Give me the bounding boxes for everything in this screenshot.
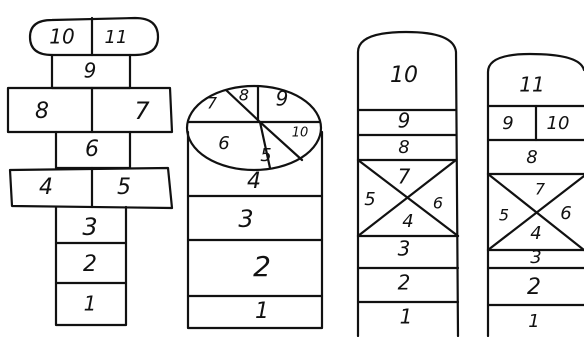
label-7: 7: [207, 94, 218, 113]
label-9: 9: [502, 113, 513, 134]
label-7: 7: [535, 180, 546, 199]
label-5: 5: [260, 145, 271, 166]
label-6: 6: [560, 203, 571, 224]
hopscotch-oval: 7 8 9 6 5 10 4 3 2 1: [187, 86, 322, 329]
label-2: 2: [527, 275, 541, 300]
hopscotch-classic: 10 11 9 8 7 6 4 5 3 2 1: [8, 18, 172, 325]
label-6: 6: [85, 137, 99, 162]
label-3: 3: [398, 237, 411, 261]
label-1: 1: [255, 299, 269, 324]
label-9: 9: [84, 59, 97, 83]
label-7: 7: [398, 165, 411, 189]
label-8: 8: [35, 99, 49, 124]
label-3: 3: [530, 247, 541, 268]
label-6: 6: [218, 133, 229, 154]
label-1: 1: [400, 305, 413, 329]
label-9: 9: [276, 87, 289, 111]
label-8: 8: [526, 147, 537, 168]
label-9: 9: [398, 109, 411, 133]
label-10: 10: [547, 113, 570, 134]
label-11: 11: [105, 27, 128, 48]
label-3: 3: [82, 213, 97, 241]
label-10: 10: [292, 126, 309, 141]
label-8: 8: [239, 86, 249, 105]
label-2: 2: [398, 271, 411, 295]
label-2: 2: [253, 250, 271, 283]
hopscotch-arch-x: 10 9 8 7 5 6 4 3 2 1: [358, 32, 458, 336]
label-1: 1: [528, 311, 539, 332]
label-5: 5: [364, 189, 375, 210]
label-5: 5: [499, 206, 509, 225]
label-3: 3: [238, 205, 253, 233]
label-7: 7: [134, 97, 150, 125]
label-4: 4: [530, 223, 541, 244]
label-4: 4: [402, 211, 413, 232]
label-10: 10: [390, 63, 418, 88]
label-4: 4: [247, 169, 261, 194]
label-1: 1: [84, 292, 97, 316]
label-2: 2: [83, 252, 97, 277]
label-4: 4: [39, 175, 53, 200]
label-5: 5: [117, 175, 131, 200]
hopscotch-arch-x-split: 11 9 10 8 7 5 6 4 3 2 1: [488, 54, 584, 336]
label-10: 10: [49, 25, 74, 49]
label-11: 11: [519, 73, 544, 97]
label-8: 8: [398, 137, 409, 158]
label-6: 6: [433, 194, 443, 213]
